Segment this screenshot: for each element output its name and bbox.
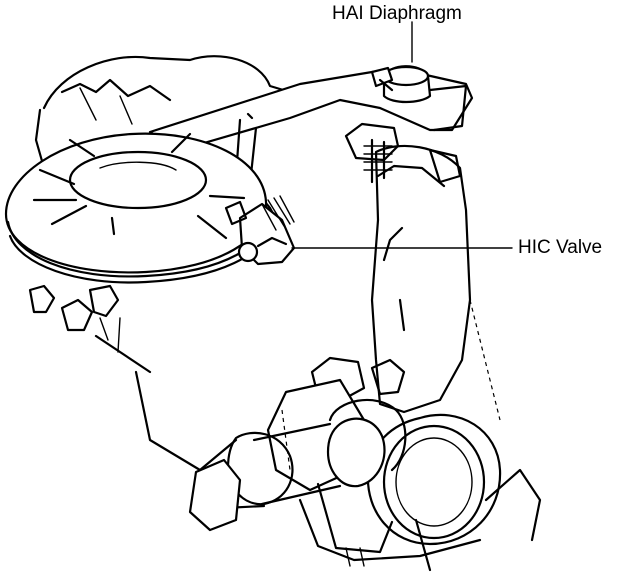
drive-belt-pulleys xyxy=(188,299,542,572)
air-cleaner xyxy=(4,132,272,284)
leader-lines xyxy=(291,21,513,249)
hic-valve-unit xyxy=(224,195,296,266)
hai-diaphragm-label: HAI Diaphragm xyxy=(332,3,462,24)
engine-block xyxy=(28,55,292,472)
hic-valve-label: HIC Valve xyxy=(518,237,603,258)
hai-diaphragm-unit xyxy=(370,65,432,104)
cylinder-head xyxy=(310,122,472,414)
